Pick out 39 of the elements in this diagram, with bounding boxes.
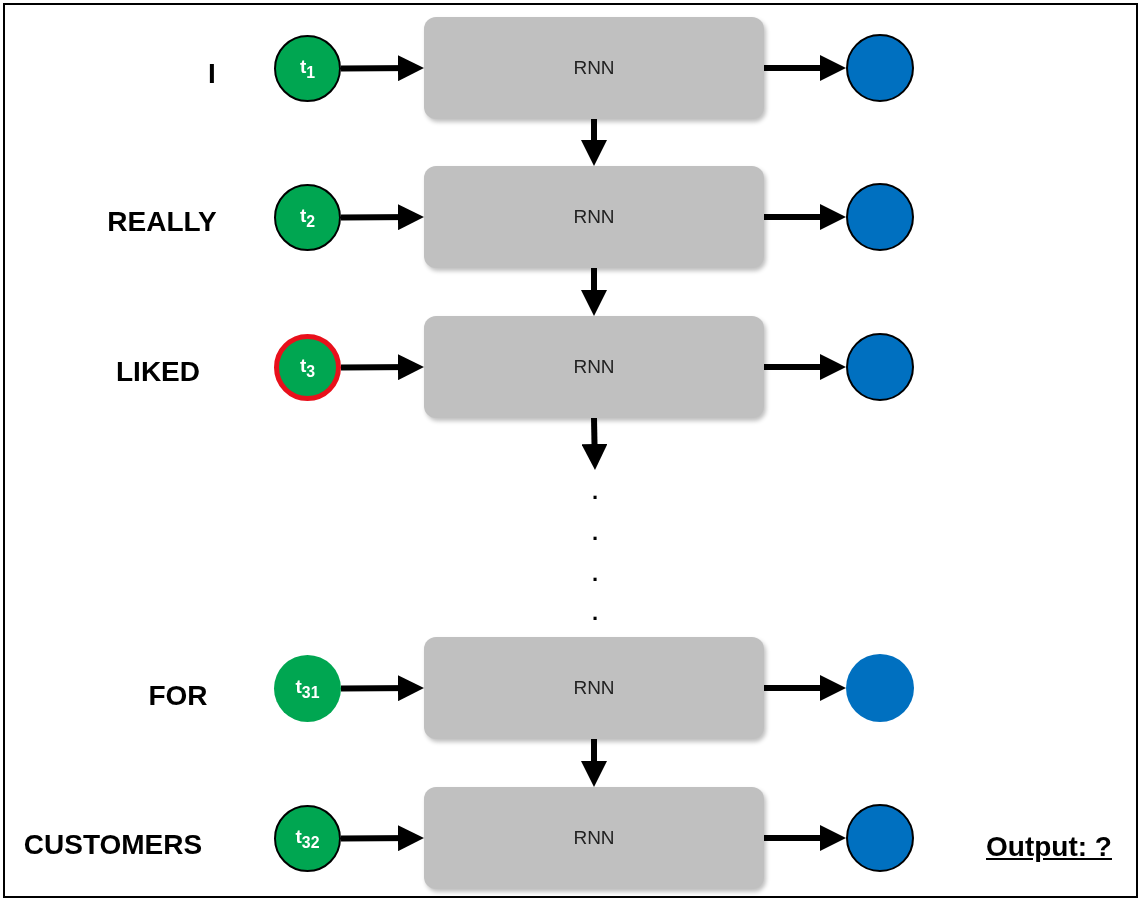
word-label: LIKED	[116, 356, 200, 388]
arrow	[764, 55, 846, 81]
ellipsis-dot: .	[591, 479, 599, 505]
rnn-label: RNN	[573, 356, 615, 378]
rnn-label: RNN	[573, 206, 615, 228]
rnn-box	[424, 316, 764, 418]
arrow	[581, 268, 607, 316]
rnn-label: RNN	[573, 677, 615, 699]
rnn-box	[424, 166, 764, 268]
word-label: REALLY	[107, 206, 217, 238]
output-label: Output: ?	[986, 831, 1112, 863]
arrow	[581, 119, 607, 166]
arrow	[764, 825, 846, 851]
arrow	[581, 417, 608, 470]
token-label: t$_{3}$	[299, 354, 316, 381]
word-label: FOR	[148, 680, 208, 712]
token-label: t$_{1}$	[299, 55, 316, 82]
ellipsis-dot: .	[591, 600, 599, 626]
token-label: t$_{2}$	[299, 204, 316, 231]
arrow	[340, 675, 424, 702]
token-label: t$_{31}$	[295, 675, 320, 702]
word-label: CUSTOMERS	[23, 829, 203, 861]
arrow	[340, 825, 424, 852]
ellipsis-dot: .	[591, 561, 599, 587]
word-label: I	[208, 58, 216, 90]
ellipsis-dot: .	[591, 520, 599, 546]
arrow	[340, 55, 424, 82]
token-label: t$_{32}$	[295, 825, 320, 852]
arrow	[764, 354, 846, 380]
rnn-box	[424, 17, 764, 119]
rnn-label: RNN	[573, 827, 615, 849]
arrow	[581, 739, 607, 787]
arrow	[764, 675, 846, 701]
arrow	[340, 204, 424, 231]
arrow	[764, 204, 846, 230]
arrow	[340, 354, 424, 381]
rnn-box	[424, 787, 764, 889]
rnn-label: RNN	[573, 57, 615, 79]
rnn-box	[424, 637, 764, 739]
